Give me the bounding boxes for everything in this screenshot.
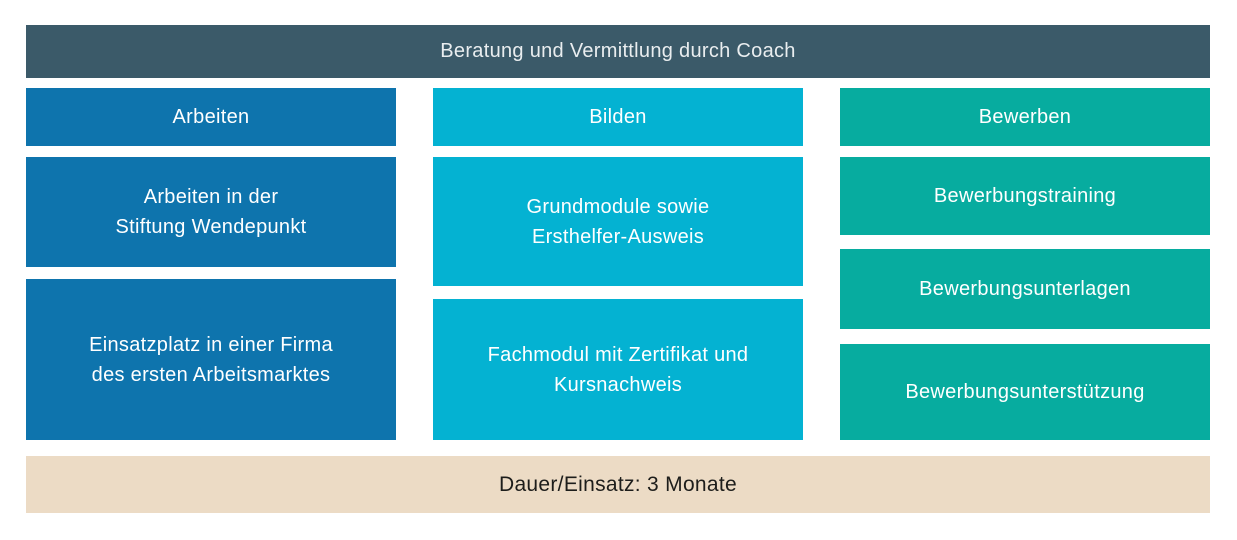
box-bewerben-training: Bewerbungstraining [840, 157, 1210, 235]
column-header-bewerben-label: Bewerben [978, 106, 1072, 128]
column-header-arbeiten: Arbeiten [26, 88, 396, 146]
column-header-arbeiten-label: Arbeiten [172, 106, 250, 128]
box-text-line: Fachmodul mit Zertifikat und [487, 343, 749, 366]
column-header-bilden: Bilden [433, 88, 803, 146]
box-text-line: Einsatzplatz in einer Firma [89, 333, 333, 356]
box-text-line: des ersten Arbeitsmarktes [91, 363, 331, 386]
diagram-content: Beratung und Vermittlung durch Coach Arb… [26, 25, 1210, 513]
column-header-bilden-label: Bilden [589, 106, 647, 128]
box-arbeiten-einsatzplatz: Einsatzplatz in einer Firma des ersten A… [26, 279, 396, 440]
column-arbeiten: Arbeiten Arbeiten in der Stiftung Wendep… [26, 88, 396, 440]
columns-row: Arbeiten Arbeiten in der Stiftung Wendep… [26, 88, 1210, 440]
box-text-line: Stiftung Wendepunkt [115, 216, 307, 238]
column-bilden: Bilden Grundmodule sowie Ersthelfer-Ausw… [433, 88, 803, 440]
duration-banner: Dauer/Einsatz: 3 Monate [26, 456, 1210, 513]
box-text-line: Grundmodule sowie [526, 195, 710, 218]
duration-banner-label: Dauer/Einsatz: 3 Monate [498, 472, 738, 496]
column-header-bewerben: Bewerben [840, 88, 1210, 146]
box-text-line: Bewerbungsunterstützung [905, 381, 1145, 403]
box-bilden-grundmodule: Grundmodule sowie Ersthelfer-Ausweis [433, 157, 803, 286]
box-bewerben-unterlagen: Bewerbungsunterlagen [840, 249, 1210, 329]
column-bewerben: Bewerben Bewerbungstraining Bewerbungsun… [840, 88, 1210, 440]
box-text-line: Bewerbungsunterlagen [919, 278, 1131, 300]
box-text-line: Bewerbungstraining [933, 185, 1117, 207]
box-text-line: Ersthelfer-Ausweis [531, 225, 705, 248]
box-arbeiten-stiftung-wendepunkt: Arbeiten in der Stiftung Wendepunkt [26, 157, 396, 267]
box-bilden-fachmodul: Fachmodul mit Zertifikat und Kursnachwei… [433, 299, 803, 440]
box-text-line: Arbeiten in der [143, 186, 279, 208]
box-bewerben-unterstuetzung: Bewerbungsunterstützung [840, 344, 1210, 440]
coach-banner: Beratung und Vermittlung durch Coach [26, 25, 1210, 78]
coach-banner-label: Beratung und Vermittlung durch Coach [440, 40, 796, 62]
box-text-line: Kursnachweis [553, 373, 683, 396]
